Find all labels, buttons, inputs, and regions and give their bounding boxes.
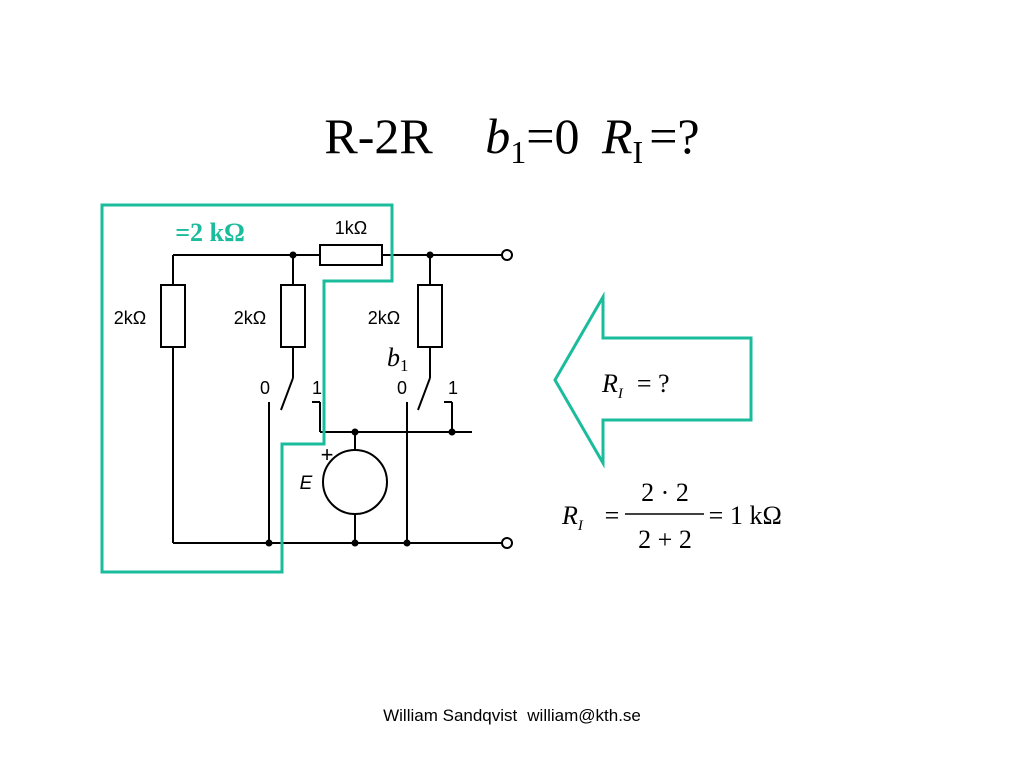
resistance-formula: RI = 2 · 2 2 + 2 = 1 kΩ	[561, 478, 782, 554]
footer-author: William Sandqvist	[383, 706, 518, 725]
slide-title: R-2R b1=0 RI=?	[324, 108, 699, 170]
source-label: E	[300, 473, 313, 494]
resistor-mid-2k	[280, 284, 306, 348]
label-resistor-left: 2kΩ	[114, 308, 146, 328]
resistor-1k	[319, 244, 383, 266]
switch-1-blade	[280, 377, 294, 411]
junction-dot	[289, 251, 297, 259]
footer-email: william@kth.se	[527, 706, 641, 725]
formula-eq2: =	[709, 501, 724, 530]
footer: William Sandqvist william@kth.se	[0, 706, 1024, 726]
title-sub-1: 1	[510, 134, 526, 170]
junction-dot	[426, 251, 434, 259]
junction-dot	[403, 539, 411, 547]
junction-dot	[448, 428, 456, 436]
junction-dot	[265, 539, 273, 547]
formula-denominator: 2 + 2	[638, 525, 692, 554]
title-var-R: R	[601, 108, 633, 164]
title-prefix: R-2R	[324, 108, 433, 164]
highlight-outline	[100, 203, 394, 574]
label-b-sub: 1	[400, 356, 409, 375]
label-resistor-right: 2kΩ	[368, 308, 400, 328]
formula-sub: I	[577, 518, 584, 534]
title-sub-I: I	[633, 134, 644, 170]
circuit-diagram	[160, 244, 513, 549]
junction-dots	[265, 251, 456, 547]
resistor-right-2k	[417, 284, 443, 348]
label-resistor-1k: 1kΩ	[335, 218, 367, 238]
source-plus: +	[321, 442, 334, 467]
highlight-label: =2 kΩ	[175, 218, 245, 247]
arrow-equation: RI = ?	[601, 369, 670, 402]
arrow-R: R	[601, 369, 618, 398]
title-eq-zero: =0	[526, 108, 579, 164]
formula-result: 1 kΩ	[730, 501, 782, 530]
junction-dot	[351, 428, 359, 436]
title-var-b: b	[485, 108, 510, 164]
switch-1-label-0: 0	[260, 378, 270, 398]
formula-lhs: RI	[561, 501, 584, 534]
output-terminal-bottom	[501, 537, 513, 549]
junction-dot	[351, 539, 359, 547]
switch-2-blade	[417, 377, 431, 411]
switch-2-label-0: 0	[397, 378, 407, 398]
switch-1-label-1: 1	[312, 378, 322, 398]
label-b: b	[387, 343, 400, 372]
switch-2-label-1: 1	[448, 378, 458, 398]
formula-numerator: 2 · 2	[641, 478, 689, 507]
formula-eq1: =	[605, 501, 620, 530]
title-eq-q: =?	[649, 108, 699, 164]
arrow-eq: = ?	[637, 369, 670, 398]
resistor-left-2k	[160, 284, 186, 348]
arrow-left-shape	[553, 291, 753, 469]
formula-R: R	[561, 501, 578, 530]
arrow-sub: I	[617, 386, 624, 402]
label-b1: b1	[387, 343, 409, 375]
label-resistor-mid: 2kΩ	[234, 308, 266, 328]
output-terminal-top	[501, 249, 513, 261]
